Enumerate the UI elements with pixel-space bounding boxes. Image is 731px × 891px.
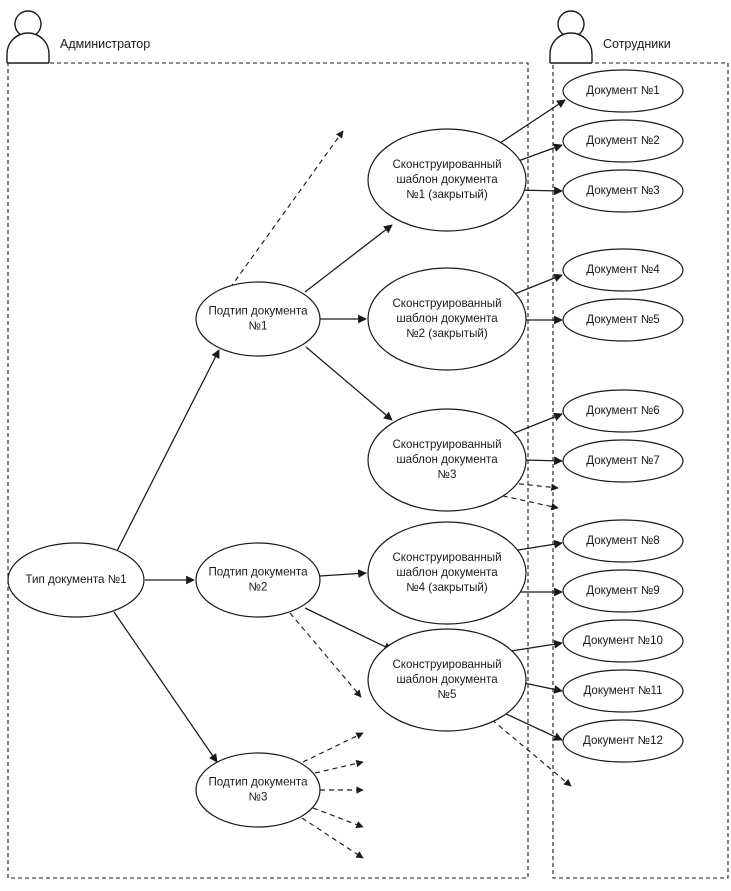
ellipse-doc4 bbox=[562, 248, 684, 292]
ellipse-doc12 bbox=[562, 719, 684, 763]
ellipse-doc3 bbox=[562, 169, 684, 213]
actor-label-staff: Сотрудники bbox=[603, 37, 671, 51]
ellipse-doc11 bbox=[562, 669, 684, 713]
label-doc3: Документ №3 bbox=[586, 184, 660, 197]
ellipse-template2 bbox=[367, 267, 527, 371]
ellipse-template1 bbox=[367, 128, 527, 232]
label-doc8: Документ №8 bbox=[586, 534, 660, 547]
label-doc7: Документ №7 bbox=[586, 454, 660, 467]
staff-boundary bbox=[552, 62, 729, 879]
node-doc9[interactable]: Документ №9 bbox=[562, 569, 684, 613]
e-subtype3-future-5 bbox=[301, 817, 364, 859]
e-template5-future bbox=[484, 713, 572, 787]
label-doc12: Документ №12 bbox=[583, 734, 663, 747]
e-template5-doc12 bbox=[501, 711, 563, 741]
e-subtype1-template1 bbox=[304, 224, 393, 293]
actor-staff[interactable]: Сотрудники bbox=[549, 10, 671, 64]
actor-body-icon bbox=[6, 32, 50, 63]
ellipse-doc7 bbox=[562, 439, 684, 483]
ellipse-doc2 bbox=[562, 119, 684, 163]
e-type1-subtype3 bbox=[113, 611, 218, 763]
ellipse-subtype3 bbox=[195, 752, 321, 828]
node-doc6[interactable]: Документ №6 bbox=[562, 389, 684, 433]
e-template3-doc6 bbox=[506, 412, 563, 437]
label-doc4: Документ №4 bbox=[586, 263, 660, 276]
ellipse-type1 bbox=[7, 542, 145, 618]
label-doc11: Документ №11 bbox=[583, 684, 662, 697]
e-type1-subtype1 bbox=[116, 349, 220, 552]
ellipse-doc5 bbox=[562, 298, 684, 342]
node-doc12[interactable]: Документ №12 bbox=[562, 719, 684, 763]
node-doc4[interactable]: Документ №4 bbox=[562, 248, 684, 292]
node-doc8[interactable]: Документ №8 bbox=[562, 519, 684, 563]
label-doc5: Документ №5 bbox=[586, 313, 660, 326]
e-template5-doc11 bbox=[523, 682, 563, 694]
e-subtype2-future bbox=[289, 612, 362, 698]
node-doc2[interactable]: Документ №2 bbox=[562, 119, 684, 163]
actor-layer: Администратор Сотрудники bbox=[6, 10, 671, 64]
node-type1[interactable]: Тип документа №1 bbox=[7, 542, 145, 618]
e-subtype2-template4 bbox=[319, 569, 367, 578]
label-type1: Тип документа №1 bbox=[25, 573, 126, 586]
node-doc7[interactable]: Документ №7 bbox=[562, 439, 684, 483]
e-template1-doc1 bbox=[493, 99, 566, 148]
node-doc11[interactable]: Документ №11 bbox=[562, 669, 684, 713]
node-doc1[interactable]: Документ №1 bbox=[562, 69, 684, 113]
e-template3-doc7 bbox=[523, 456, 563, 466]
node-doc5[interactable]: Документ №5 bbox=[562, 298, 684, 342]
label-doc9: Документ №9 bbox=[586, 584, 660, 597]
label-doc10: Документ №10 bbox=[583, 634, 663, 647]
e-template5-doc10 bbox=[504, 639, 563, 653]
actor-label-admin: Администратор bbox=[60, 37, 150, 51]
boundary-layer bbox=[7, 62, 729, 879]
ellipse-doc8 bbox=[562, 519, 684, 563]
e-subtype3-future-2 bbox=[314, 759, 364, 774]
admin-boundary bbox=[7, 62, 529, 879]
e-template4-doc8 bbox=[511, 539, 563, 552]
e-subtype1-future bbox=[229, 130, 344, 289]
ellipse-doc10 bbox=[562, 619, 684, 663]
ellipse-subtype1 bbox=[195, 281, 321, 357]
actor-body-icon bbox=[549, 32, 593, 63]
e-subtype1-template3 bbox=[305, 346, 393, 421]
label-doc2: Документ №2 bbox=[586, 134, 660, 147]
node-doc10[interactable]: Документ №10 bbox=[562, 619, 684, 663]
ellipse-doc1 bbox=[562, 69, 684, 113]
ellipse-template3 bbox=[367, 408, 527, 512]
e-subtype3-future-4 bbox=[312, 807, 364, 829]
ellipse-doc6 bbox=[562, 389, 684, 433]
e-subtype2-template5 bbox=[304, 607, 393, 651]
label-doc1: Документ №1 bbox=[586, 84, 660, 97]
node-doc3[interactable]: Документ №3 bbox=[562, 169, 684, 213]
actor-admin[interactable]: Администратор bbox=[6, 10, 150, 64]
ellipse-doc9 bbox=[562, 569, 684, 613]
ellipse-template4 bbox=[367, 521, 527, 625]
label-doc6: Документ №6 bbox=[586, 404, 660, 417]
ellipse-subtype2 bbox=[195, 542, 321, 618]
e-subtype3-future-1 bbox=[302, 732, 364, 763]
ellipse-template5 bbox=[367, 628, 527, 732]
